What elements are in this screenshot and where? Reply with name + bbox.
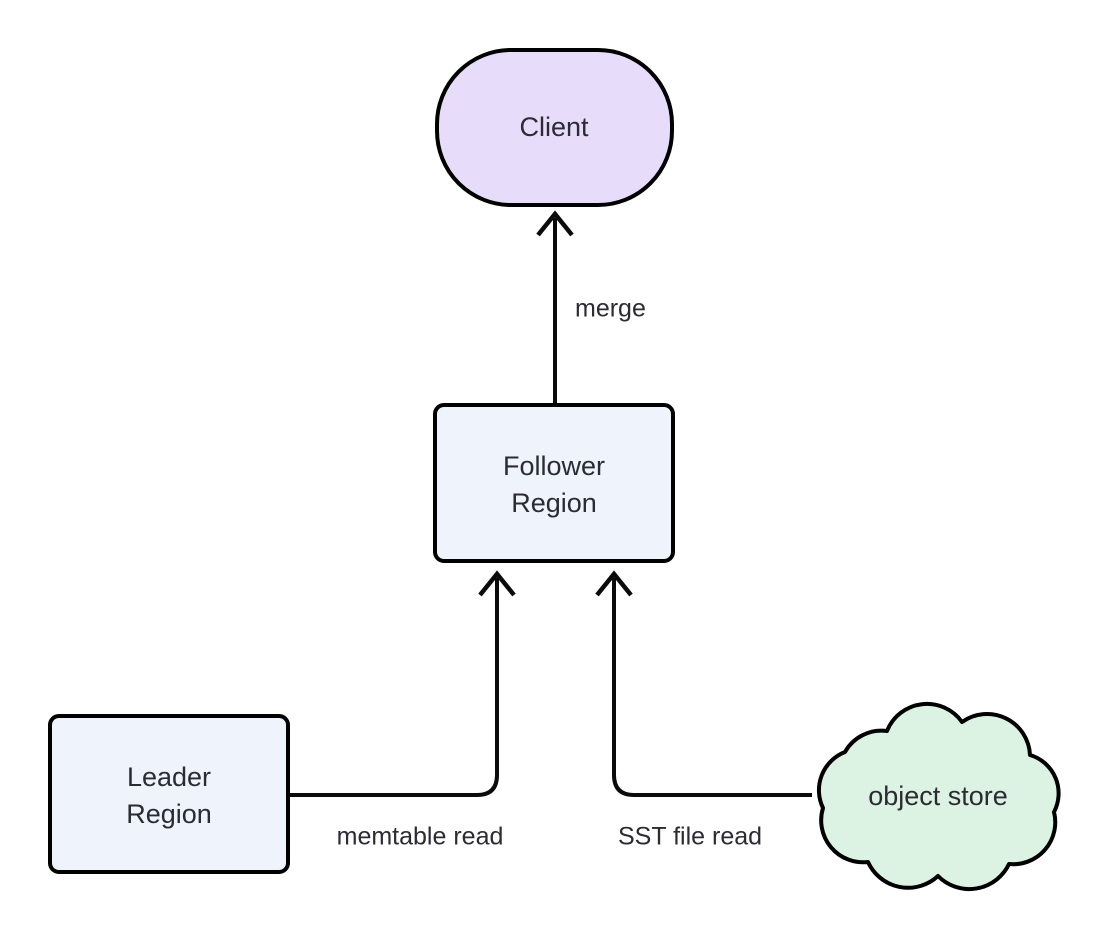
node-leader-region-shape[interactable] — [48, 714, 290, 874]
edge-follower-to-client: merge — [536, 210, 646, 405]
edge-object-store-to-follower: SST file read — [595, 570, 812, 851]
edge-follower-to-client-arrowhead — [536, 210, 574, 237]
edge-label-sst-file-read: SST file read — [618, 823, 762, 851]
node-client[interactable]: Client — [435, 48, 674, 207]
node-follower-region[interactable]: Follower Region — [433, 403, 675, 563]
edge-leader-to-follower: memtable read — [290, 570, 516, 851]
node-client-shape[interactable] — [435, 48, 674, 207]
edge-object-store-to-follower-line — [612, 578, 812, 797]
node-follower-region-label-line1: Follower — [503, 451, 605, 481]
node-leader-region-label-line1: Leader — [127, 762, 211, 792]
edge-leader-to-follower-arrowhead — [478, 570, 516, 597]
node-leader-region-label-line2: Region — [126, 799, 212, 829]
node-client-label: Client — [519, 112, 589, 142]
edge-label-memtable-read: memtable read — [337, 823, 504, 851]
edge-object-store-to-follower-arrowhead — [595, 570, 633, 597]
edge-leader-to-follower-line — [290, 578, 499, 797]
node-leader-region[interactable]: Leader Region — [48, 714, 290, 874]
node-follower-region-label-line2: Region — [511, 488, 597, 518]
node-object-store-label: object store — [868, 781, 1008, 811]
node-object-store-shape[interactable] — [816, 701, 1061, 892]
node-follower-region-shape[interactable] — [433, 403, 675, 563]
node-object-store[interactable]: object store — [816, 701, 1061, 892]
edge-label-merge: merge — [575, 295, 646, 323]
